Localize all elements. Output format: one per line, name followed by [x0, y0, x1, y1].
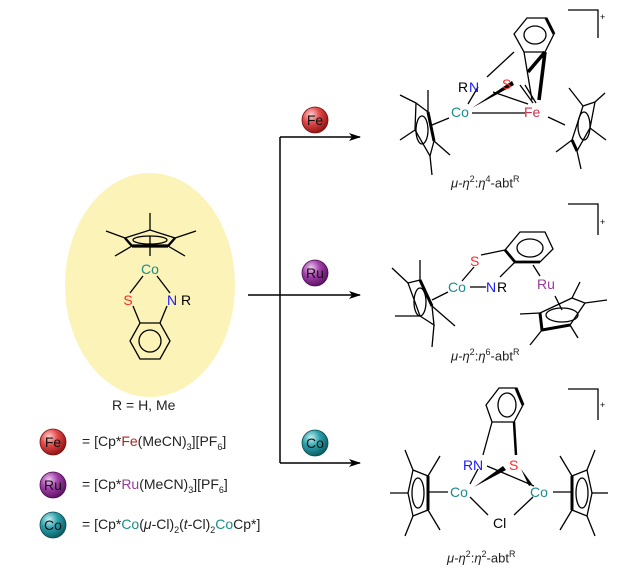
- legend-co: = [Cp*Co(μ-Cl)2(t-Cl)2CoCp*]: [82, 516, 260, 535]
- badge-fe-arrow: Fe: [301, 106, 329, 134]
- caption-eta: η: [478, 348, 486, 364]
- legend-ligand: (μ-Cl): [139, 516, 175, 532]
- r-label: R: [463, 457, 473, 473]
- legend-badge-ru: Ru: [39, 471, 67, 499]
- caption-sup: 2: [465, 549, 471, 559]
- legend-fe: = [Cp*Fe(MeCN)3][PF6]: [82, 433, 226, 452]
- co-label-left: Co: [450, 484, 468, 500]
- caption-mu: μ-: [447, 550, 459, 566]
- sm-co-label: Co: [141, 261, 159, 277]
- cp-star-ring: [105, 213, 197, 257]
- s-label: S: [509, 457, 518, 473]
- legend-ligand: (MeCN): [137, 433, 187, 449]
- caption-abt: -abt: [490, 348, 513, 364]
- caption-colon: :: [474, 348, 479, 364]
- legend-sub: 6: [217, 441, 223, 452]
- charge-label: +: [600, 217, 605, 227]
- legend-end: Cp*]: [233, 516, 261, 532]
- co-label-right: Co: [530, 484, 548, 500]
- legend-metal: Ru: [121, 476, 140, 492]
- badge-co-arrow: Co: [301, 429, 329, 457]
- legend-end: ]: [222, 433, 227, 449]
- legend-metal: Co: [121, 516, 140, 532]
- caption-sup-r: R: [512, 174, 520, 184]
- legend-prefix: = [Cp*: [82, 476, 122, 492]
- reaction-arrows: [248, 133, 361, 467]
- co-label: Co: [451, 104, 469, 120]
- highlight-ellipse: [65, 173, 235, 397]
- caption-eta: η: [474, 550, 482, 566]
- product-fe: + R N S Co Fe: [399, 9, 607, 176]
- abt-ligand: [129, 275, 171, 360]
- product-co2: + R N S Co Co Cl: [390, 387, 608, 537]
- legend-sub: 2: [174, 524, 180, 535]
- caption-eta: η: [458, 550, 466, 566]
- legend-sub: 2: [210, 524, 216, 535]
- caption-mu: μ-: [451, 175, 463, 191]
- s-label: S: [470, 253, 479, 269]
- svg-text:Ru: Ru: [306, 265, 324, 281]
- svg-text:Co: Co: [306, 435, 324, 451]
- r-definition: R = H, Me: [112, 397, 176, 413]
- legend-sub: 3: [188, 484, 194, 495]
- caption-sup-r: R: [512, 347, 520, 357]
- caption-sup-r: R: [508, 549, 516, 559]
- caption-abt: -abt: [486, 550, 509, 566]
- caption-sup: 6: [485, 347, 491, 357]
- caption-sup: 2: [469, 347, 475, 357]
- legend-ligand2: (t-Cl): [179, 516, 211, 532]
- product-ru: + S Co N R Ru: [391, 203, 608, 348]
- caption-ru: μ-η2:η6-abtR: [451, 347, 519, 363]
- legend-prefix: = [Cp*: [82, 433, 122, 449]
- n-label: N: [486, 279, 496, 295]
- co-label: Co: [448, 279, 466, 295]
- legend-metal: Fe: [121, 433, 138, 449]
- legend-metal2: Co: [215, 516, 234, 532]
- caption-eta: η: [462, 175, 470, 191]
- svg-text:Co: Co: [44, 517, 62, 533]
- badge-ru-arrow: Ru: [301, 259, 329, 287]
- legend-counterion: ][PF: [193, 476, 219, 492]
- sm-n-label: N: [167, 292, 177, 308]
- legend-prefix: = [Cp*: [82, 516, 122, 532]
- caption-sup: 2: [469, 174, 475, 184]
- legend-ru: = [Cp*Ru(MeCN)3][PF6]: [82, 476, 228, 495]
- legend-badge-fe: Fe: [39, 428, 67, 456]
- s-label: S: [502, 76, 511, 92]
- ru-label: Ru: [537, 276, 555, 292]
- n-label: N: [469, 79, 479, 95]
- r-label: R: [497, 279, 507, 295]
- legend-ligand: (MeCN): [139, 476, 189, 492]
- r-label: R: [458, 79, 468, 95]
- caption-colon: :: [470, 550, 475, 566]
- cl-label: Cl: [493, 515, 506, 531]
- legend-sub: 3: [186, 441, 192, 452]
- caption-fe: μ-η2:η4-abtR: [451, 174, 519, 190]
- legend-end: ]: [223, 476, 228, 492]
- sm-r-label: R: [181, 292, 191, 308]
- charge-label: +: [600, 12, 605, 22]
- charge-label: +: [600, 400, 605, 410]
- fe-label: Fe: [524, 104, 541, 120]
- caption-co2: μ-η2:η2-abtR: [447, 549, 515, 565]
- legend-sub: 6: [218, 484, 224, 495]
- caption-sup: 4: [485, 174, 491, 184]
- caption-eta: η: [462, 348, 470, 364]
- svg-text:Fe: Fe: [307, 112, 324, 128]
- caption-mu: μ-: [451, 348, 463, 364]
- svg-text:Ru: Ru: [44, 477, 62, 493]
- caption-eta: η: [478, 175, 486, 191]
- caption-sup: 2: [481, 549, 487, 559]
- n-label: N: [473, 457, 483, 473]
- caption-colon: :: [474, 175, 479, 191]
- svg-text:Fe: Fe: [45, 434, 62, 450]
- legend-badge-co: Co: [39, 511, 67, 539]
- caption-abt: -abt: [490, 175, 513, 191]
- legend-counterion: ][PF: [191, 433, 218, 449]
- sm-s-label: S: [123, 292, 132, 308]
